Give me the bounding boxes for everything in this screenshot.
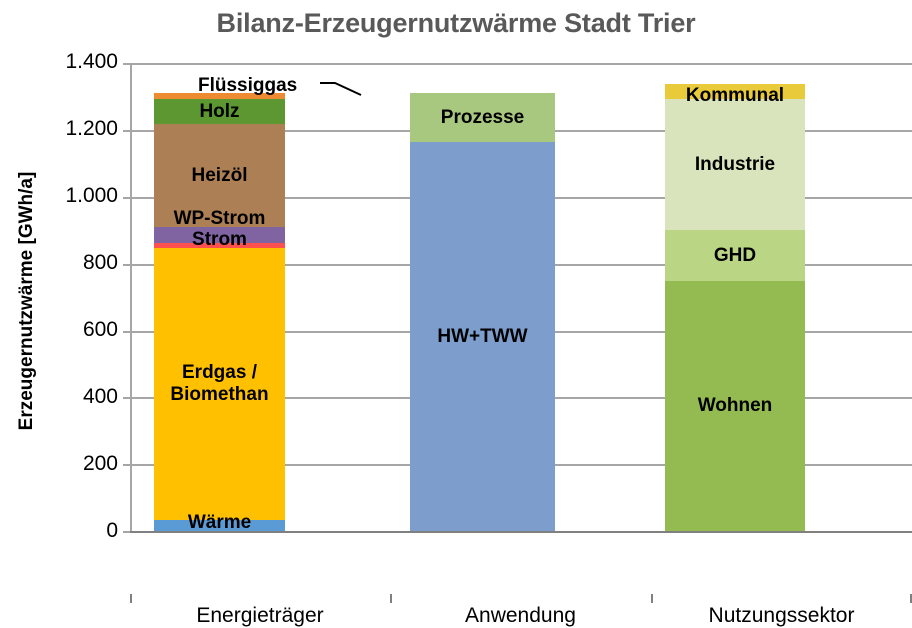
x-axis-label-energietraeger: Energieträger: [196, 604, 324, 627]
segment-ghd[interactable]: GHD: [665, 230, 805, 281]
segment-erdgas-biomethan[interactable]: Erdgas / Biomethan: [154, 248, 285, 520]
segment-wohnen[interactable]: Wohnen: [665, 281, 805, 531]
segment-label-heizoel: Heizöl: [191, 164, 248, 186]
y-tick-label-0: 0: [106, 519, 118, 542]
y-tick-1200: [123, 130, 130, 132]
gridline-1400: [130, 63, 912, 65]
y-tick-1000: [123, 197, 130, 199]
y-axis-title: Erzeugernutzwärme [GWh/a]: [16, 171, 37, 431]
y-tick-0: [123, 531, 130, 533]
x-tick-2: [651, 594, 653, 603]
y-tick-label-1000: 1.000: [65, 184, 118, 207]
y-tick-label-600: 600: [82, 318, 118, 341]
y-tick-label-200: 200: [82, 452, 118, 475]
callout-leader-line-icon: [320, 82, 362, 96]
plot-area: Erdgas / Biomethan Heizöl Holz WP-Strom …: [123, 63, 912, 627]
y-tick-1400: [123, 63, 130, 65]
x-axis-label-anwendung: Anwendung: [465, 604, 576, 627]
bar-anwendung[interactable]: HW+TWW Prozesse: [410, 93, 555, 531]
x-tick-1: [390, 594, 392, 603]
x-axis-label-nutzungssektor: Nutzungssektor: [708, 604, 855, 627]
x-axis-line: [130, 531, 912, 533]
segment-label-ghd: GHD: [713, 244, 757, 266]
y-tick-800: [123, 264, 130, 266]
y-tick-200: [123, 464, 130, 466]
segment-label-erdgas: Erdgas / Biomethan: [170, 362, 269, 405]
y-tick-label-400: 400: [82, 385, 118, 408]
chart-title: Bilanz-Erzeugernutzwärme Stadt Trier: [216, 8, 696, 38]
segment-kommunal[interactable]: [665, 84, 805, 99]
y-tick-label-1200: 1.200: [65, 117, 118, 140]
segment-heizoel[interactable]: Heizöl: [154, 124, 285, 227]
segment-fluessiggas[interactable]: [154, 93, 285, 99]
segment-wp-strom[interactable]: [154, 227, 285, 243]
segment-label-hw-tww: HW+TWW: [437, 325, 528, 347]
y-tick-400: [123, 397, 130, 399]
callout-label-fluessiggas: Flüssiggas: [198, 75, 298, 96]
segment-hw-tww[interactable]: HW+TWW: [410, 142, 555, 531]
segment-strom[interactable]: [154, 243, 285, 248]
segment-waerme[interactable]: [154, 520, 285, 531]
y-tick-label-800: 800: [82, 251, 118, 274]
y-tick-label-1400: 1.400: [65, 50, 118, 73]
chart-container: Bilanz-Erzeugernutzwärme Stadt Trier Erz…: [16, 8, 912, 627]
x-tick-start: [130, 594, 132, 603]
y-tick-600: [123, 331, 130, 333]
segment-label-industrie: Industrie: [694, 153, 776, 175]
y-axis-line: [130, 63, 132, 531]
bar-nutzungssektor[interactable]: Wohnen GHD Industrie: [665, 84, 805, 531]
segment-label-wohnen: Wohnen: [697, 395, 773, 417]
bar-energietraeger[interactable]: Erdgas / Biomethan Heizöl Holz: [154, 93, 285, 531]
